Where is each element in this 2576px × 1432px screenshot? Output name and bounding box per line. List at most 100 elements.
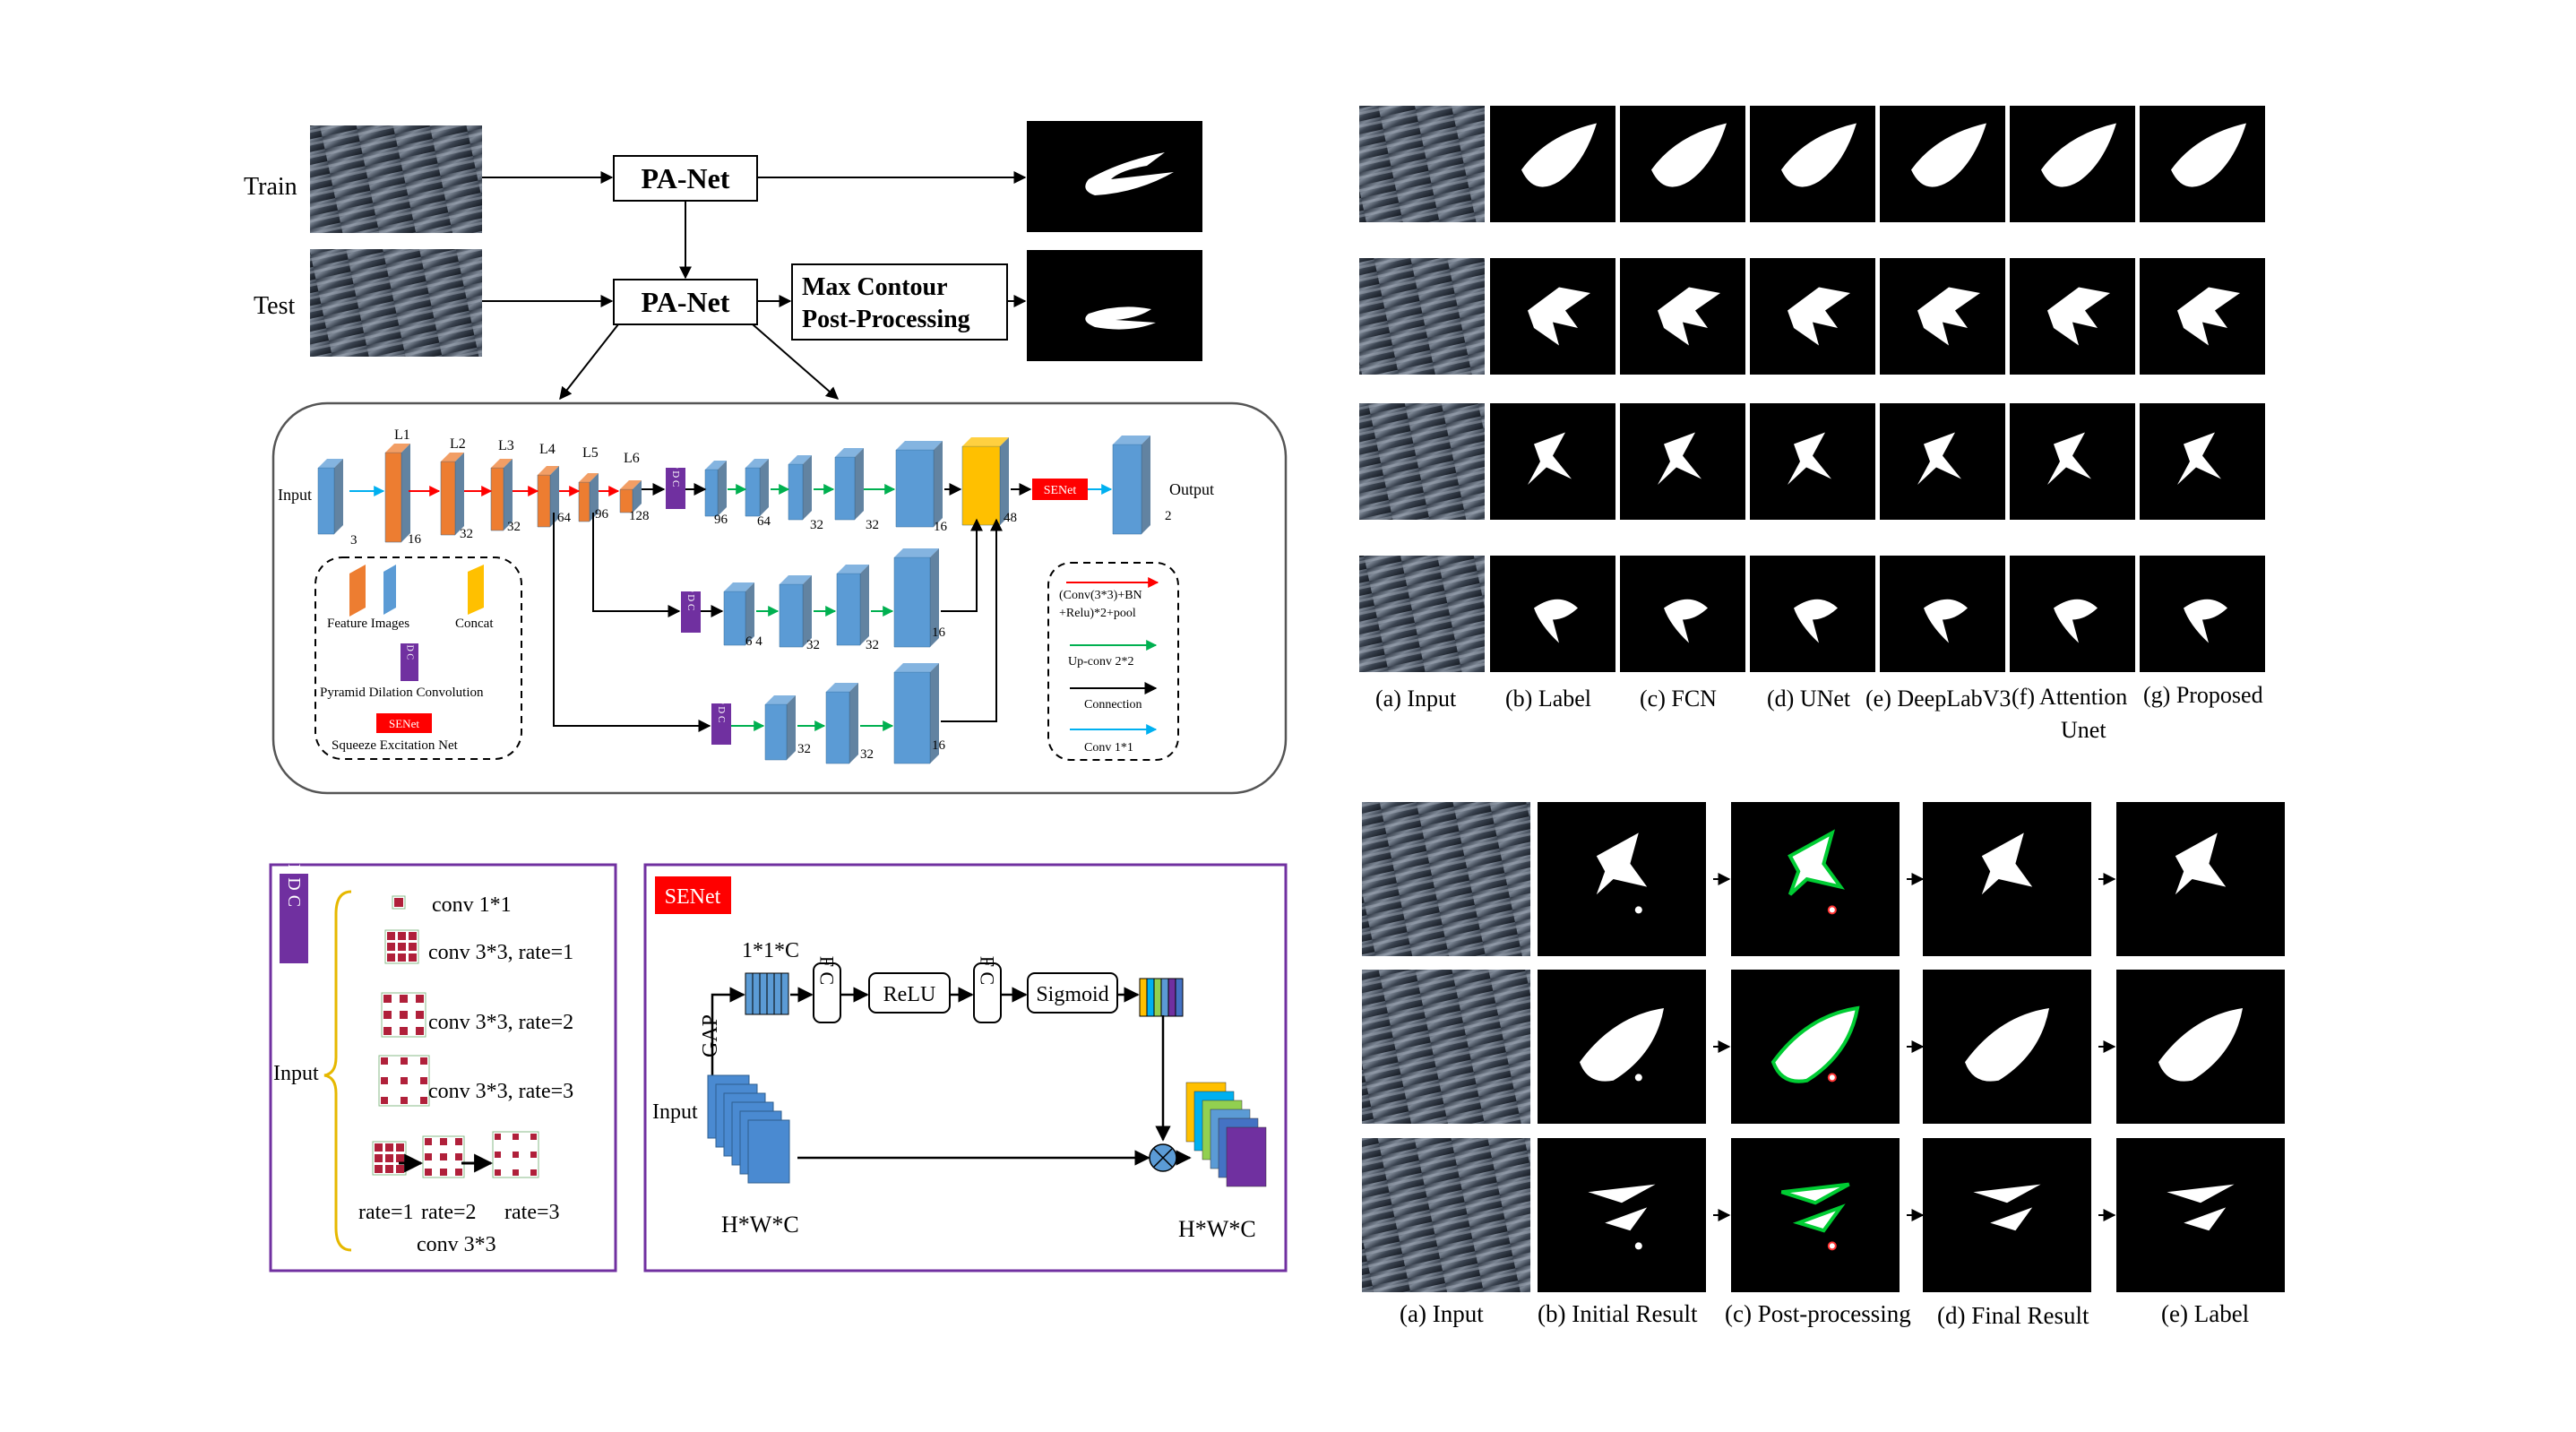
senet-channel-vector <box>745 972 789 1015</box>
pdc-kernel-r3-cell <box>420 1057 427 1065</box>
test-mask <box>1027 250 1202 361</box>
arch-output-label: Output <box>1169 480 1214 498</box>
train-mask-shape <box>1085 152 1174 195</box>
arrow-legend-black: Connection <box>1084 698 1142 712</box>
compare-shape-r0-c1 <box>1521 123 1597 187</box>
feature-block-side-8 <box>760 459 769 516</box>
feature-block-16 <box>836 573 861 646</box>
pdc-badge-bottom <box>711 703 731 745</box>
feature-block-7 <box>704 469 719 517</box>
feature-block-side-3 <box>504 459 513 531</box>
compare-shape-r2-c6 <box>2177 432 2221 485</box>
feature-block-top-0 <box>318 459 343 468</box>
feature-block-top-9 <box>788 455 812 464</box>
pdc-seq-r1-cell <box>375 1143 383 1152</box>
post-mask-r2-c4 <box>2116 1138 2285 1292</box>
pdc-rate-label-3: rate=3 <box>504 1201 560 1224</box>
compare-shape-r3-c4 <box>1924 599 1968 643</box>
postprocessing-line1: Max Contour <box>802 273 948 301</box>
compare-shape-r3-c2 <box>1664 599 1708 643</box>
train-ultrasound <box>310 125 482 233</box>
senet-sigmoid-text: Sigmoid <box>1036 983 1108 1006</box>
pa-net-train-label: PA-Net <box>642 162 730 194</box>
pdc-badge-mid-text: P D C <box>685 587 696 611</box>
pdc-badge-top-text: P D C <box>670 463 681 487</box>
pdc-seq-r2-cell <box>440 1153 447 1160</box>
pdc-seq-r2-cell <box>455 1169 462 1176</box>
level-label-2: L2 <box>450 436 466 452</box>
enc-channel-6: 128 <box>629 509 650 523</box>
senet-vector-cell-2 <box>759 972 768 1015</box>
compare-input-2 <box>1359 403 1485 520</box>
pdc-kernel-r3-cell <box>420 1097 427 1104</box>
senet-output-map-5 <box>1226 1126 1267 1187</box>
comparison-grid <box>1359 106 2265 672</box>
branch2-channel-2: 16 <box>932 738 946 753</box>
senet-vector-label: 1*1*C <box>742 939 799 962</box>
pdc-seq-r1-cell <box>375 1165 383 1173</box>
post-shape-r0-c2 <box>1788 829 1845 896</box>
feature-block-side-18 <box>787 695 796 760</box>
dec-channel-4: 16 <box>934 520 948 534</box>
pdc-kernel-r2-cell <box>400 1011 408 1019</box>
compare-caption-b: (b) Label <box>1505 686 1591 712</box>
feature-block-top-19 <box>826 683 858 692</box>
compare-shape-r0-c4 <box>1911 123 1986 187</box>
compare-shape-r2-c5 <box>2047 432 2091 485</box>
pdc-seq-r3-cell <box>495 1169 501 1176</box>
postprocessing-line2: Post-Processing <box>802 306 970 333</box>
feature-block-side-15 <box>803 575 812 647</box>
senet-fc1-box <box>813 962 841 1023</box>
feature-block-17 <box>893 556 931 648</box>
pdc-row-3: conv 3*3, rate=2 <box>428 1011 573 1034</box>
enc-channel-3: 32 <box>507 520 521 534</box>
enc-channel-1: 16 <box>408 532 422 547</box>
pdc-seq-r3-cell <box>495 1134 501 1140</box>
pdc-seq-r3-cell <box>495 1152 501 1158</box>
test-label: Test <box>254 292 295 320</box>
legend-pdc-badge-text: P D C <box>405 638 415 660</box>
pdc-seq-r2-cell <box>455 1138 462 1145</box>
senet-fc2-box <box>973 962 1002 1023</box>
senet-color-vector <box>1139 978 1184 1017</box>
pdc-panel: P D C Input conv 1*1 conv 3*3, rate=1 co… <box>269 863 617 1272</box>
pdc-seq-r3-cell <box>530 1152 537 1158</box>
feature-block-12 <box>961 445 1001 526</box>
pdc-kernel-r3-cell <box>420 1077 427 1084</box>
senet-hwc-right: H*W*C <box>1178 1216 1256 1242</box>
test-ultrasound <box>310 249 482 357</box>
compare-caption-d: (d) UNet <box>1767 686 1851 712</box>
pdc-input-label: Input <box>273 1062 319 1085</box>
arch-input-label: Input <box>278 486 312 504</box>
postprocessing-grid <box>1362 802 2285 1292</box>
feature-block-side-20 <box>930 663 939 763</box>
senet-vector-cell-5 <box>780 972 789 1015</box>
post-shape-r0-c4 <box>2175 832 2227 895</box>
senet-relu-box <box>868 972 951 1014</box>
feature-block-top-11 <box>896 441 943 450</box>
post-shape-r2-c3 <box>1973 1184 2041 1231</box>
compare-caption-c: (c) FCN <box>1640 686 1717 712</box>
post-noise-r1-c2 <box>1827 1073 1837 1083</box>
senet-panel-badge-text: SENet <box>665 885 721 909</box>
senet-fc1-text: F C <box>816 956 839 985</box>
senet-panel-frame <box>643 863 1288 1272</box>
branch1-channel-2: 32 <box>866 638 879 652</box>
train-label: Train <box>244 173 297 201</box>
senet-input-label: Input <box>652 1100 698 1124</box>
pdc-seq-r2-cell <box>425 1153 432 1160</box>
pdc-seq-r3-cell <box>513 1152 519 1158</box>
feature-block-side-13 <box>1142 436 1150 534</box>
pdc-seq-r1-cell <box>385 1154 393 1162</box>
pdc-seq-r1-cell <box>396 1165 404 1173</box>
pdc-kernel-r2-cell <box>383 1027 392 1035</box>
level-label-3: L3 <box>498 438 514 453</box>
compare-shape-r3-c3 <box>1794 599 1838 643</box>
senet-input-stack <box>707 1074 790 1184</box>
post-shape-r1-c4 <box>2158 1008 2243 1082</box>
pa-net-test-label: PA-Net <box>642 286 730 318</box>
dec-channel-0: 96 <box>714 513 728 527</box>
compare-shape-r2-c1 <box>1528 432 1572 485</box>
compare-input-3 <box>1359 556 1485 672</box>
legend-senet-badge <box>376 713 432 733</box>
